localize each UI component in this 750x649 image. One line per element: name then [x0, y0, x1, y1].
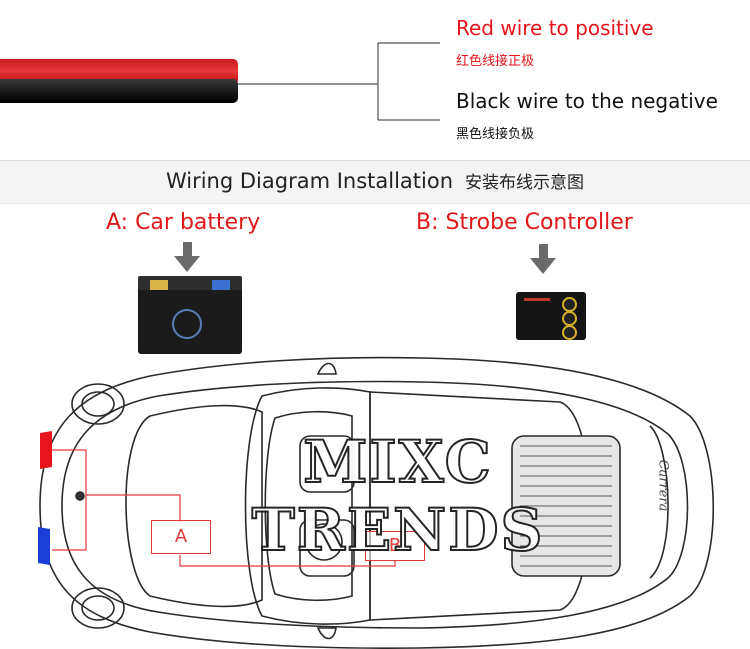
battery-wire	[86, 494, 181, 522]
strobe-wire	[52, 449, 87, 551]
red-wire-label-cn: 红色线接正极	[456, 54, 535, 69]
black-wire-label-cn: 黑色线接负极	[456, 127, 535, 142]
battery-positive-terminal	[150, 280, 168, 290]
diagram-title: Wiring Diagram Installation 安装布线示意图	[0, 168, 750, 193]
controller-connection-box: B	[365, 531, 425, 561]
diagram-title-cn: 安装布线示意图	[465, 173, 585, 193]
arrow-down-icon	[530, 258, 556, 274]
arrow-b-stem	[539, 244, 548, 258]
battery-connection-box: A	[151, 520, 211, 554]
strobe-controller-label: B: Strobe Controller	[416, 210, 633, 235]
car-battery-label: A: Car battery	[106, 210, 261, 235]
black-wire	[0, 79, 238, 103]
red-wire-label: Red wire to positive	[456, 16, 654, 40]
title-bar	[0, 160, 750, 204]
battery-negative-terminal	[212, 280, 230, 290]
black-wire-label: Black wire to the negative	[456, 89, 718, 113]
watermark-text: MIXC TRENDS	[251, 427, 545, 565]
car-model-script: Carrera	[655, 459, 671, 512]
car-top-view	[39, 356, 714, 649]
controller-button-icon	[562, 325, 577, 340]
wire-callout-lines	[238, 42, 440, 121]
diagram-title-en: Wiring Diagram Installation	[165, 169, 454, 193]
battery-logo-icon	[172, 309, 202, 339]
controller-label-strip	[524, 298, 550, 301]
controller-wire	[179, 555, 396, 567]
arrow-down-icon	[174, 256, 200, 272]
arrow-a-stem	[183, 242, 192, 256]
